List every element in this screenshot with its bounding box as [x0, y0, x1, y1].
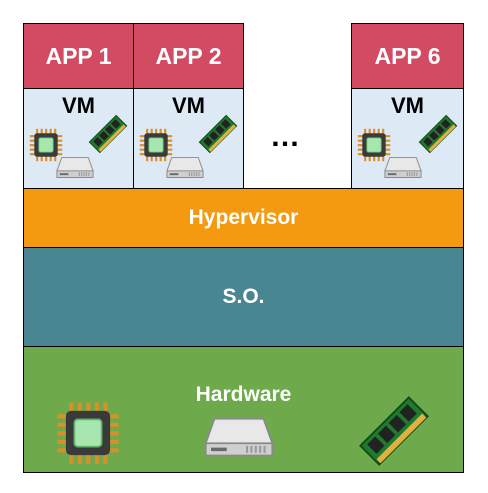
cpu-chip-icon	[54, 399, 122, 467]
hard-disk-icon	[204, 415, 274, 461]
os-layer: S.O.	[23, 247, 464, 347]
hard-disk-icon	[166, 155, 204, 181]
ram-module-icon	[356, 393, 432, 469]
app-label-6: APP 6	[374, 42, 441, 69]
hardware-label: Hardware	[195, 383, 292, 406]
vm-label: VM	[391, 93, 424, 118]
app-box-1: APP 1	[23, 23, 134, 89]
hard-disk-icon	[56, 155, 94, 181]
vm-label: VM	[172, 93, 205, 118]
hardware-layer: Hardware	[23, 346, 464, 473]
vm-label: VM	[62, 93, 95, 118]
app-box-2: APP 2	[133, 23, 244, 89]
hypervisor-label: Hypervisor	[188, 206, 299, 229]
os-label: S.O.	[222, 285, 265, 308]
app-box-6: APP 6	[351, 23, 464, 89]
app-label-1: APP 1	[45, 42, 112, 69]
app-label-2: APP 2	[155, 42, 222, 69]
ellipsis: …	[270, 120, 302, 153]
ram-module-icon	[87, 113, 129, 155]
ram-module-icon	[197, 113, 239, 155]
vm-box-2: VM	[133, 88, 244, 189]
hard-disk-icon	[384, 155, 422, 181]
hypervisor-layer: Hypervisor	[23, 188, 464, 248]
vm-box-6: VM	[351, 88, 464, 189]
vm-box-1: VM	[23, 88, 134, 189]
ram-module-icon	[417, 113, 459, 155]
